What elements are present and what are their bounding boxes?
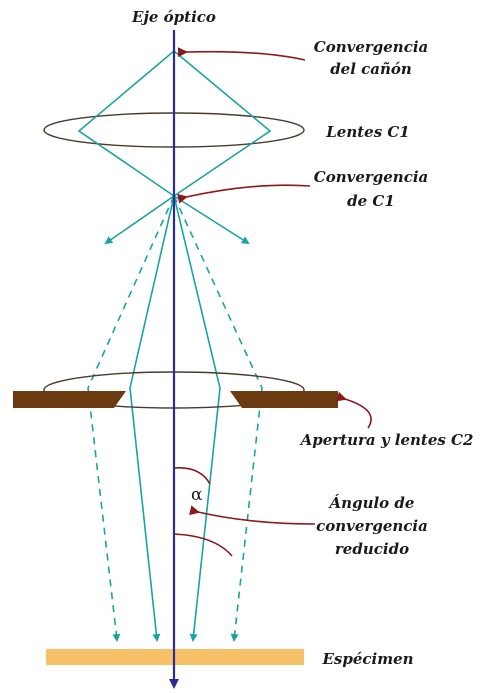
label-alpha: α bbox=[191, 485, 203, 505]
label-c1-crossover-1: Convergencia bbox=[314, 168, 429, 186]
pointer-aperture bbox=[335, 391, 372, 429]
label-angle-2: convergencia bbox=[316, 517, 428, 535]
label-gun-crossover-2: del cañón bbox=[330, 60, 412, 78]
angle-arc-lower bbox=[173, 533, 233, 557]
aperture-plate-right bbox=[230, 391, 338, 408]
ray-diverge-right bbox=[173, 195, 250, 245]
ray-inner-right bbox=[173, 195, 221, 642]
label-specimen: Espécimen bbox=[321, 650, 413, 668]
label-aperture-c2: Apertura y lentes C2 bbox=[299, 431, 474, 449]
label-angle-3: reducido bbox=[335, 540, 409, 558]
aperture-plate-left bbox=[13, 391, 126, 408]
label-c1-crossover-2: de C1 bbox=[347, 192, 395, 210]
ray-diamond-right bbox=[173, 50, 272, 197]
ray-diamond-left bbox=[77, 50, 175, 197]
pointer-c1-crossover bbox=[177, 184, 311, 204]
ray-diverge-left bbox=[104, 195, 175, 245]
ray-inner-left bbox=[129, 195, 175, 642]
label-lens-c1: Lentes C1 bbox=[325, 123, 410, 141]
ray-outer-left-dashed bbox=[87, 195, 175, 642]
ray-outer-right-dashed bbox=[173, 195, 263, 642]
angle-arc-upper bbox=[173, 467, 211, 485]
label-angle-1: Ángulo de bbox=[328, 494, 415, 512]
pointer-angle bbox=[189, 505, 316, 525]
label-gun-crossover-1: Convergencia bbox=[314, 38, 429, 56]
label-optical-axis: Eje óptico bbox=[131, 8, 216, 26]
pointer-gun-crossover bbox=[177, 47, 306, 61]
